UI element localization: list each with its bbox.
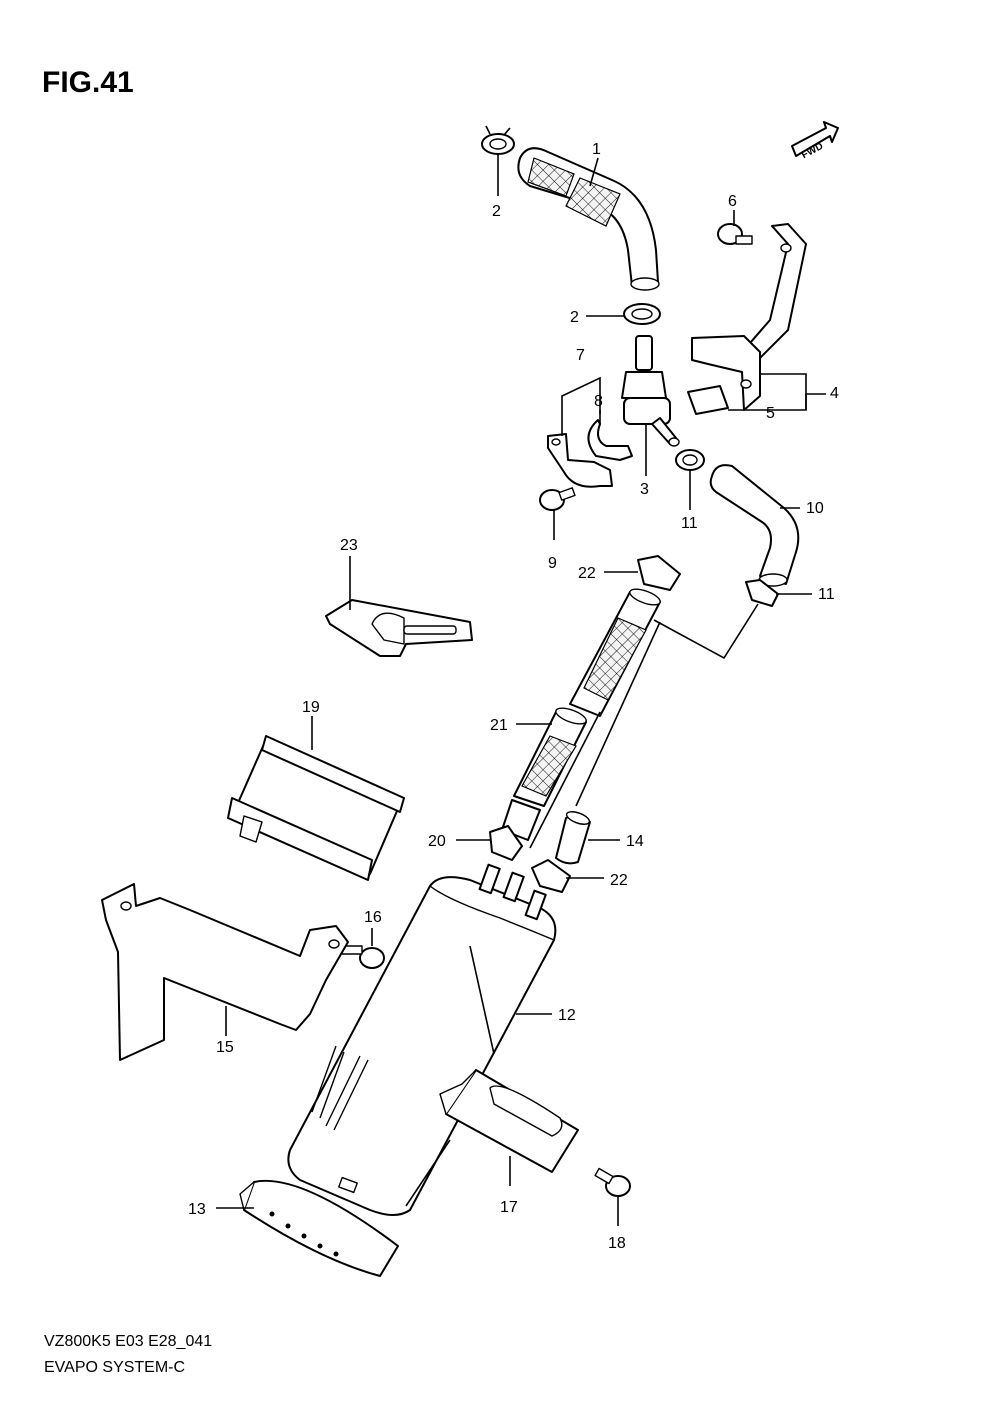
callout-6: 6 — [728, 193, 737, 210]
bracket-part-23 — [325, 599, 473, 657]
holder-part-8 — [587, 419, 633, 461]
clip-part-22-lower — [531, 859, 571, 893]
connector-line-top — [653, 603, 759, 660]
filter-part-19 — [227, 735, 405, 881]
clip-part-11-lower — [745, 579, 779, 607]
callout-9: 9 — [548, 555, 557, 572]
callout-2b: 2 — [570, 309, 579, 326]
cap-part-14 — [555, 811, 591, 865]
canister-part-12 — [287, 863, 557, 1216]
footer-model-code: VZ800K5 E03 E28_041 — [44, 1333, 212, 1350]
footer-section: EVAPO SYSTEM-C — [44, 1359, 185, 1376]
callout-8: 8 — [594, 393, 603, 410]
valve-part-3 — [621, 335, 680, 447]
bracket-part-15 — [101, 883, 349, 1061]
clip-part-22-upper — [637, 555, 681, 591]
holder-part-7 — [547, 433, 613, 488]
hose-part-21 — [501, 588, 661, 841]
connector-line-bottom — [405, 1139, 451, 1207]
band-part-17 — [439, 1069, 579, 1173]
clamp-part-2-lower — [623, 303, 661, 325]
callout-11a: 11 — [681, 515, 698, 532]
callout-22b: 22 — [610, 872, 628, 889]
callout-15: 15 — [216, 1039, 234, 1056]
callout-13: 13 — [188, 1201, 206, 1218]
bolt-part-6 — [717, 223, 753, 245]
fwd-arrow-icon — [791, 121, 839, 157]
endcap-part-13 — [239, 1179, 399, 1277]
callout-22a: 22 — [578, 565, 596, 582]
callout-3: 3 — [640, 481, 649, 498]
callout-23: 23 — [340, 537, 358, 554]
clamp-part-11-upper — [675, 449, 705, 471]
clip-part-5 — [687, 385, 729, 415]
callout-2a: 2 — [492, 203, 501, 220]
callout-5: 5 — [766, 405, 775, 422]
hose-part-10 — [709, 464, 800, 587]
screw-part-9 — [539, 487, 576, 511]
leader-4b — [728, 393, 826, 411]
callout-1: 1 — [592, 141, 601, 158]
callout-21: 21 — [490, 717, 508, 734]
callout-18: 18 — [608, 1235, 626, 1252]
callout-12: 12 — [558, 1007, 576, 1024]
callout-19: 19 — [302, 699, 320, 716]
screw-part-18 — [594, 1167, 631, 1197]
callout-11b: 11 — [818, 586, 835, 603]
connector-line-right — [575, 621, 661, 807]
figure-title: FIG.41 — [42, 66, 134, 99]
bolt-part-16 — [341, 945, 385, 969]
callout-20: 20 — [428, 833, 446, 850]
connector-line-mid — [529, 711, 601, 849]
leader-7 — [561, 376, 601, 436]
clamp-part-2-upper — [481, 125, 515, 155]
callout-17: 17 — [500, 1199, 518, 1216]
leader-1 — [589, 157, 599, 187]
callout-10: 10 — [806, 500, 824, 517]
callout-7: 7 — [576, 347, 585, 364]
hose-part-1 — [517, 147, 660, 291]
connector-line-canister — [469, 945, 495, 1055]
callout-4: 4 — [830, 385, 839, 402]
callout-14: 14 — [626, 833, 644, 850]
callout-16: 16 — [364, 909, 382, 926]
bracket-part-4 — [691, 223, 807, 411]
clip-part-20 — [489, 825, 523, 861]
